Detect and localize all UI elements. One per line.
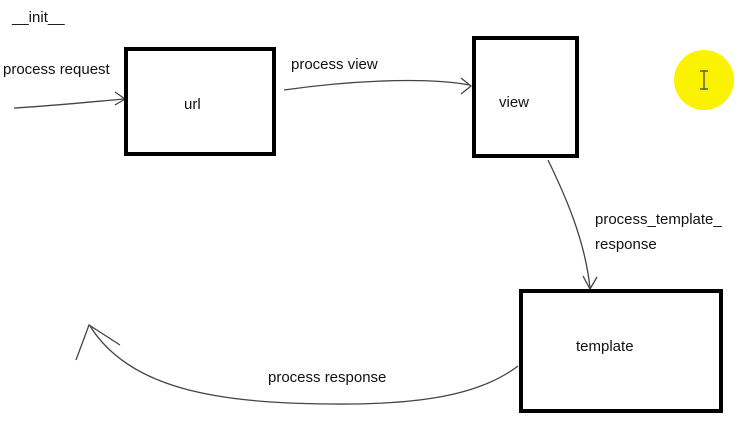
process-template-label-line2: response <box>595 236 657 253</box>
process-template-arrow <box>547 159 591 289</box>
view-node: view <box>472 36 579 158</box>
init-label: __init__ <box>12 9 65 26</box>
ibeam-cursor-icon <box>700 70 708 90</box>
process-response-label: process response <box>268 369 387 386</box>
view-node-label: view <box>499 94 530 111</box>
process-response-arrowhead <box>75 324 121 361</box>
process-view-arrow <box>283 79 471 91</box>
process-view-arrowhead <box>460 77 473 95</box>
template-node-label: template <box>576 338 634 355</box>
template-node: template <box>519 289 723 413</box>
process-request-label: process request <box>3 61 110 78</box>
process-response-arrow <box>89 325 519 405</box>
url-node: url <box>124 47 276 156</box>
process-view-label: process view <box>291 56 378 73</box>
process-template-label-line1: process_template_ <box>595 211 722 228</box>
url-node-label: url <box>184 96 201 113</box>
process-request-arrow <box>13 98 125 109</box>
